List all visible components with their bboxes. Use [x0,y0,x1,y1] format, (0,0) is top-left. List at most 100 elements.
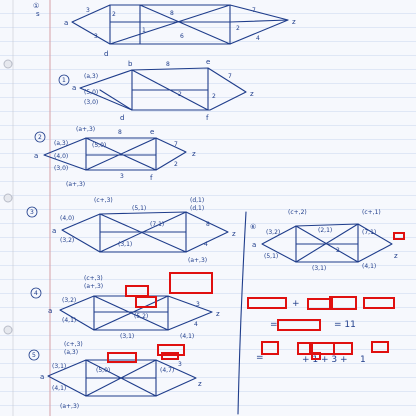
node-label: (4,0) [60,215,74,222]
edge-weight: 7 [252,7,256,14]
redaction-box [393,232,405,240]
step-label: 5 [32,352,36,359]
edge-weight: 4 [256,35,260,42]
node-label: (a+,3) [66,181,85,188]
redaction-box [169,272,213,294]
node-label: (3,1) [52,363,66,370]
redaction-box [297,342,311,355]
node-z: z [198,380,202,388]
edge-weight: 8 [118,129,122,136]
node-a: a [64,19,68,27]
graph-step-2: 1 a b e f d z (a,3) (5,0) (3,0) 8 2 7 2 [58,58,254,122]
redaction-boxes [107,232,405,363]
edge-weight: 8 [166,61,170,68]
node-label: (a+,3) [76,126,95,133]
node-a: a [252,241,256,249]
edge-weight: 3 [94,33,98,40]
edge-weight: 3 [120,173,124,180]
node-label: (a+,3) [188,257,207,264]
edge-weight: 7 [228,73,232,80]
hole-punch [3,193,13,203]
node-label: (3,2) [62,297,76,304]
node-z: z [232,230,236,238]
edge-weight: 3 [178,361,182,368]
edge-weight: 4 [204,241,208,248]
node-d: d [104,50,108,58]
node-label: (3,2) [266,229,280,236]
node-label: (a+,3) [60,403,79,410]
redaction-box [333,342,353,355]
graph-edges [93,295,169,331]
edge-weight: 4 [194,321,198,328]
graph-step-3: 2 a e f z (a+,3) (a,3) (4,0) (3,0) (5,0)… [34,126,196,188]
redaction-box [277,319,321,331]
node-a: a [52,227,56,235]
redaction-box [261,341,279,355]
node-label: (3,0) [84,99,98,106]
node-label: (a,3) [54,140,68,147]
step-label: 3 [30,209,34,216]
node-z: z [394,252,398,260]
redaction-box [161,352,179,360]
redaction-box [329,296,357,310]
node-label: (c+,1) [362,209,381,216]
node-z: z [250,90,254,98]
node-label: (4,1) [362,263,376,270]
redaction-box [371,341,389,353]
edge-weight: 2 [336,247,340,254]
node-label: (5,2) [134,313,148,320]
graph-edges [85,137,157,171]
graph-outline [79,67,247,111]
edge-weight: 2 [212,93,216,100]
node-label: (3,1) [120,333,134,340]
node-z: z [192,150,196,158]
edge-weight: 1 [142,27,146,34]
equation-operator: + [292,299,300,309]
redaction-box [311,352,321,360]
edge-weight: 7 [174,141,178,148]
node-label: (c+,3) [84,275,103,282]
node-label: (5,1) [264,253,278,260]
graph-step-4: 3 a z (c+,3) (4,0) (3,2) (5,1) (d,1) (d,… [26,197,236,264]
step-circle [28,349,40,361]
equation-result: = 11 [334,320,356,330]
step-label: 1 [62,77,66,84]
node-label: (c+,3) [94,197,113,204]
redaction-box [363,297,395,309]
redaction-box [107,352,137,363]
node-label: (4,7) [160,367,174,374]
node-label: (3,1) [312,265,326,272]
node-label: (c+,2) [288,209,307,216]
node-e: e [206,58,210,66]
graph-step-5: 5 a z (c+,3) (a,3) (3,1) (4,1) (5,0) (a+… [28,341,202,410]
graph-edges [85,359,157,397]
step-label: ① [33,2,39,10]
equation-tail: 1 [360,355,366,365]
redaction-box [247,297,287,309]
node-label: (4,1) [52,385,66,392]
node-label: (2,1) [318,227,332,234]
step-circle [26,206,38,218]
edge-weight: 2 [112,11,116,18]
node-f: f [150,174,153,182]
node-label: (d,1) [190,197,204,204]
step-label: ⑥ [250,223,256,231]
column-divider [237,211,247,415]
node-f: f [206,114,209,122]
step-circle [34,131,46,143]
equation-prefix: = [256,353,264,363]
node-label: (4,0) [54,153,68,160]
step-circle [30,287,42,299]
equation-block: + = = 11 = + 1 + 3 + 1 [256,299,366,365]
edge-weight: 2 [174,161,178,168]
node-z: z [292,18,296,26]
redaction-box [307,298,333,310]
node-label: (7,1) [362,229,376,236]
graph-step-1: ① a d z s 3 8 3 2 1 7 2 6 4 [33,2,296,58]
equation-terms: + 1 + 3 + [302,355,348,365]
redaction-box [135,296,157,308]
node-a: a [48,307,52,315]
node-label: (5,0) [92,142,106,149]
